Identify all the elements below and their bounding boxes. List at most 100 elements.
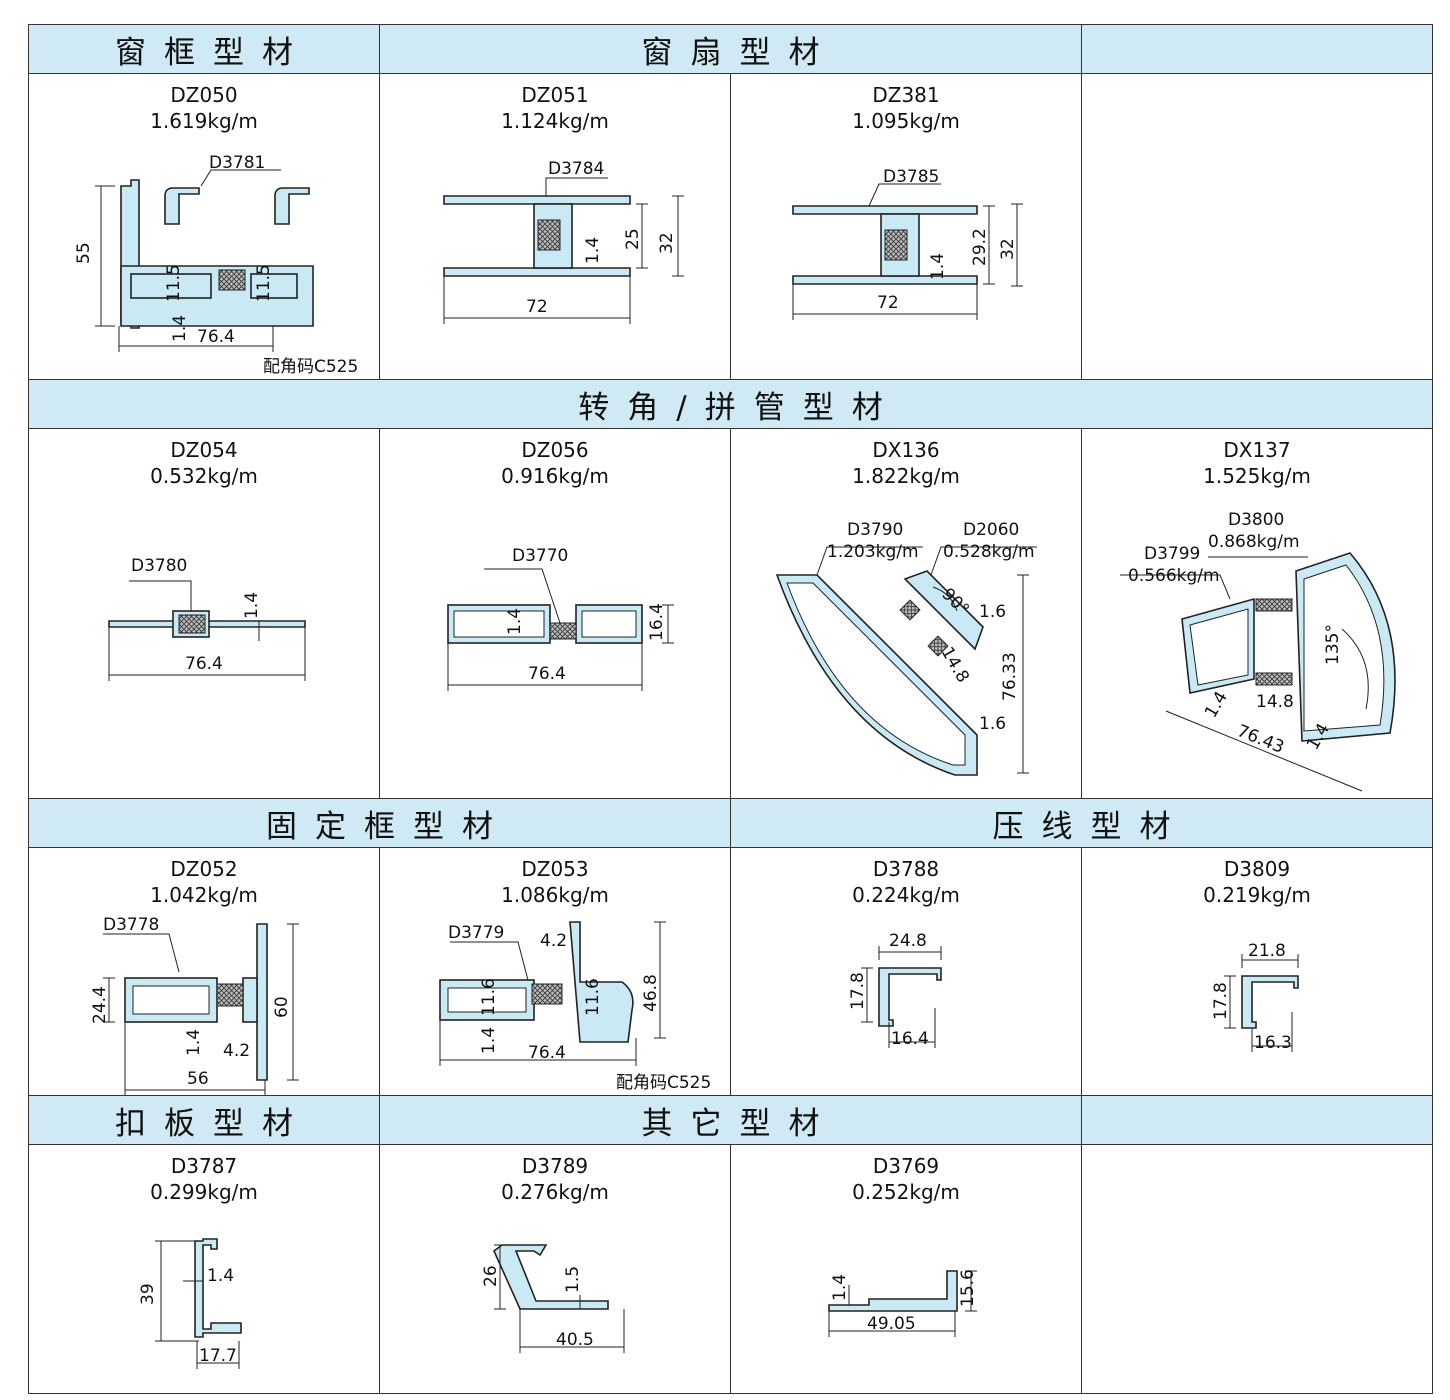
header-corner-profiles: 转角/拼管型材 (28, 379, 1433, 429)
part-label: D3799 (1144, 544, 1200, 564)
dim-label: 55 (74, 242, 94, 264)
dim-label: 1.6 (979, 602, 1006, 622)
profile-weight: 1.822kg/m (852, 464, 960, 488)
profile-drawing-dz054: D3780 1.4 76.4 (108, 556, 306, 681)
dim-label: 72 (877, 293, 899, 313)
dim-label: 32 (657, 232, 677, 254)
profile-drawing-dx136: D3790 1.203kg/m D2060 0.528kg/m 90° 1.6 … (775, 520, 1037, 776)
dim-label: 17.7 (199, 1346, 237, 1366)
part-label: D3781 (209, 153, 265, 173)
profile-weight: 1.095kg/m (852, 109, 960, 133)
header-other-profiles: 其它型材 (379, 1095, 1082, 1145)
profile-code: DZ381 (872, 83, 940, 107)
dim-label: 16.3 (1254, 1033, 1292, 1053)
profile-drawing-dz051: D3784 25 32 1.4 72 (443, 159, 684, 324)
profile-weight: 0.219kg/m (1203, 883, 1311, 907)
profile-weight: 0.532kg/m (150, 464, 258, 488)
header-sash-profiles: 窗扇型材 (379, 24, 1082, 74)
profile-code: D3788 (872, 857, 940, 881)
profile-drawing-dz053: D3779 4.2 46.8 11.6 11.6 1.4 76.4 配角码C52… (439, 921, 711, 1093)
profile-drawing-dz381: D3785 29.2 32 1.4 72 (792, 167, 1023, 320)
dim-label: 1.4 (170, 315, 190, 342)
profile-code: DZ053 (521, 857, 589, 881)
header-other-profiles-text: 其它型材 (641, 1105, 838, 1142)
dim-label: 11.5 (254, 264, 274, 302)
profile-weight: 0.276kg/m (501, 1180, 609, 1204)
dim-label: 76.4 (185, 654, 223, 674)
dim-label: 1.4 (928, 253, 948, 280)
dim-label: 1.4 (184, 1029, 204, 1056)
part-label: D2060 (963, 520, 1019, 540)
profile-code: D3769 (872, 1154, 940, 1178)
note-label: 配角码C525 (263, 357, 358, 377)
header-frame-profiles-text: 窗框型材 (115, 34, 311, 71)
dim-label: 76.4 (197, 327, 235, 347)
profile-weight: 1.525kg/m (1203, 464, 1311, 488)
dim-label: 16.4 (891, 1029, 929, 1049)
dim-label: 76.33 (1000, 652, 1020, 701)
dim-label: 1.5 (563, 1266, 583, 1293)
profile-code: DX136 (872, 438, 940, 462)
part-label: D3770 (512, 546, 568, 566)
dim-label: 60 (272, 996, 292, 1018)
part-label: D3780 (131, 556, 187, 576)
part-weight-label: 1.203kg/m (827, 542, 919, 562)
profile-drawing-d3809: 21.8 17.8 16.3 (1211, 941, 1299, 1053)
dim-label: 29.2 (970, 228, 990, 266)
profile-drawing-dz056: D3770 1.4 16.4 76.4 (447, 546, 674, 691)
dim-label: 1.4 (505, 608, 525, 635)
dim-label: 49.05 (867, 1314, 916, 1334)
note-label: 配角码C525 (616, 1073, 711, 1093)
profile-drawing-d3787: 39 1.4 17.7 (138, 1238, 242, 1369)
profile-weight: 1.619kg/m (150, 109, 258, 133)
dim-label: 76.4 (528, 664, 566, 684)
dim-label: 14.8 (937, 644, 973, 687)
header-empty-2 (1081, 1095, 1433, 1145)
dim-label: 24.8 (889, 931, 927, 951)
dim-label: 32 (998, 238, 1018, 260)
dim-label: 17.8 (848, 972, 868, 1010)
profile-weight: 1.086kg/m (501, 883, 609, 907)
dim-label: 1.4 (207, 1266, 234, 1286)
profile-code: DX137 (1223, 438, 1291, 462)
dim-label: 72 (526, 297, 548, 317)
cell-empty-1 (1081, 73, 1433, 380)
header-bead-profiles: 压线型材 (730, 798, 1433, 848)
dim-label: 1.4 (1201, 688, 1232, 721)
profile-code: D3787 (170, 1154, 238, 1178)
profile-code: DZ054 (170, 438, 238, 462)
profile-weight: 0.299kg/m (150, 1180, 258, 1204)
profile-code: DZ050 (170, 83, 238, 107)
dim-label: 1.6 (979, 714, 1006, 734)
dim-label: 40.5 (556, 1330, 594, 1350)
dim-label: 24.4 (90, 986, 110, 1024)
dim-label: 4.2 (223, 1041, 250, 1061)
header-cover-profiles-text: 扣板型材 (115, 1105, 311, 1142)
header-corner-profiles-text: 转角/拼管型材 (578, 389, 901, 426)
header-empty-1 (1081, 24, 1433, 74)
header-frame-profiles: 窗框型材 (28, 24, 380, 74)
header-sash-profiles-text: 窗扇型材 (641, 34, 838, 71)
profile-code: D3809 (1223, 857, 1291, 881)
dim-label: 1.4 (583, 237, 603, 264)
dim-label: 56 (187, 1069, 209, 1089)
profile-drawing-d3789: 26 1.5 40.5 (481, 1244, 625, 1353)
part-label: D3784 (548, 159, 604, 179)
dim-label: 11.6 (583, 978, 603, 1016)
header-bead-profiles-text: 压线型材 (992, 808, 1189, 845)
part-label: D3800 (1228, 510, 1284, 530)
dim-label: 46.8 (641, 974, 661, 1012)
dim-label: 11.6 (479, 978, 499, 1016)
dim-label: 14.8 (1256, 692, 1294, 712)
part-weight-label: 0.868kg/m (1208, 532, 1300, 552)
dim-label: 1.4 (479, 1027, 499, 1054)
dim-label: 17.8 (1211, 982, 1231, 1020)
profile-weight: 1.042kg/m (150, 883, 258, 907)
